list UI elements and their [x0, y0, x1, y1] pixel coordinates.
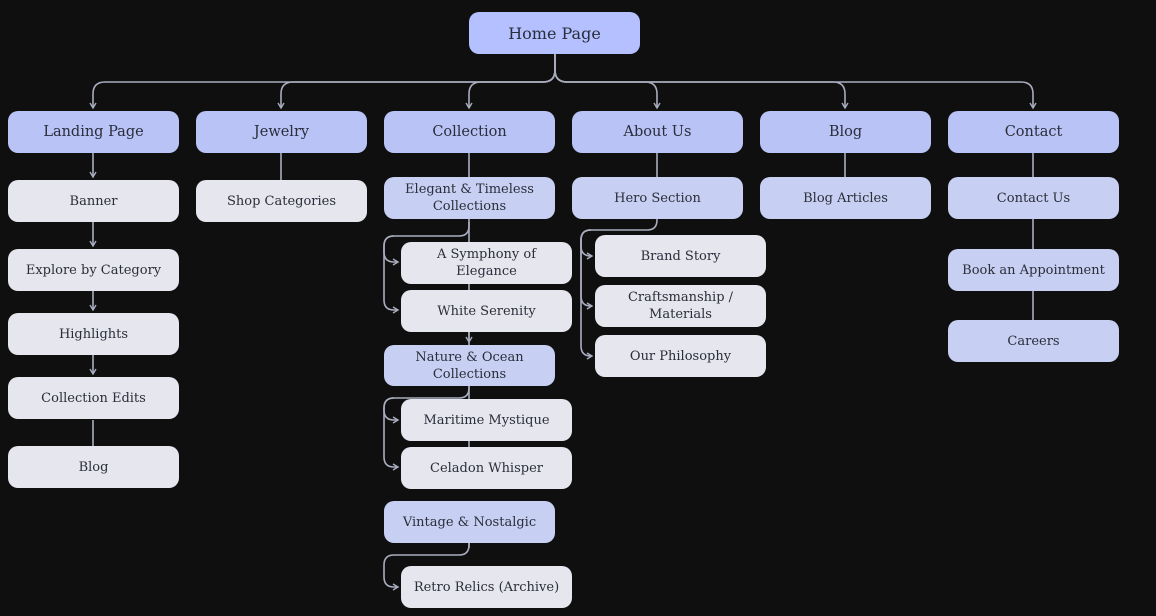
node-banner-label: Banner [69, 193, 118, 209]
node-jewelry-label: Jewelry [253, 123, 310, 140]
link-root-contact [554, 54, 1037, 110]
node-brand-story[interactable]: Brand Story [595, 235, 766, 277]
node-hero-section-label: Hero Section [614, 190, 701, 206]
node-collection-edits[interactable]: Collection Edits [8, 377, 179, 419]
node-careers-label: Careers [1007, 333, 1060, 349]
node-blog-label: Blog [828, 123, 863, 140]
node-contact-us-label: Contact Us [996, 190, 1071, 206]
node-white-serenity-label: White Serenity [437, 303, 536, 319]
node-collection-label: Collection [432, 123, 507, 140]
node-blog-articles[interactable]: Blog Articles [760, 177, 931, 219]
node-maritime-mystique[interactable]: Maritime Mystique [401, 399, 572, 441]
node-explore-by-category[interactable]: Explore by Category [8, 249, 179, 291]
node-vintage-nostalgic-label: Vintage & Nostalgic [402, 514, 537, 530]
link-root-landing [89, 54, 556, 110]
node-celadon-whisper[interactable]: Celadon Whisper [401, 447, 572, 489]
link-elegant-serenity [383, 235, 400, 314]
node-our-philosophy[interactable]: Our Philosophy [595, 335, 766, 377]
node-retro-relics[interactable]: Retro Relics (Archive) [401, 566, 572, 608]
node-home-page[interactable]: Home Page [469, 12, 640, 54]
node-collection-edits-label: Collection Edits [41, 390, 146, 406]
link-nature-celadon [383, 397, 400, 471]
node-home-page-label: Home Page [508, 23, 601, 43]
node-contact-us[interactable]: Contact Us [948, 177, 1119, 219]
node-book-appointment[interactable]: Book an Appointment [948, 249, 1119, 291]
node-highlights-label: Highlights [58, 326, 129, 342]
node-about-us-label: About Us [623, 123, 692, 140]
node-landing-blog[interactable]: Blog [8, 446, 179, 488]
node-maritime-mystique-label: Maritime Mystique [423, 412, 550, 428]
node-white-serenity[interactable]: White Serenity [401, 290, 572, 332]
node-book-appointment-label: Book an Appointment [962, 262, 1105, 278]
node-about-us[interactable]: About Us [572, 111, 743, 153]
node-nature-ocean-label: Nature & Ocean Collections [415, 349, 524, 382]
link-hero-craft [580, 229, 594, 310]
node-elegant-timeless-label: Elegant & Timeless Collections [405, 182, 534, 214]
node-jewelry[interactable]: Jewelry [196, 111, 367, 153]
node-brand-story-label: Brand Story [640, 248, 721, 264]
node-banner[interactable]: Banner [8, 180, 179, 222]
node-landing-blog-label: Blog [78, 459, 109, 475]
node-landing-page[interactable]: Landing Page [8, 111, 179, 153]
node-hero-section[interactable]: Hero Section [572, 177, 743, 219]
link-root-collection [465, 54, 556, 110]
node-our-philosophy-label: Our Philosophy [629, 348, 732, 364]
node-careers[interactable]: Careers [948, 320, 1119, 362]
node-celadon-whisper-label: Celadon Whisper [430, 460, 543, 476]
node-blog[interactable]: Blog [760, 111, 931, 153]
node-shop-categories[interactable]: Shop Categories [196, 180, 367, 222]
node-shop-categories-label: Shop Categories [226, 193, 337, 209]
link-root-about [554, 54, 661, 110]
node-craftsmanship-materials-label: Craftsmanship / Materials [627, 290, 734, 322]
node-craftsmanship-materials[interactable]: Craftsmanship / Materials [595, 285, 766, 327]
node-elegant-timeless[interactable]: Elegant & Timeless Collections [384, 177, 555, 219]
node-landing-page-label: Landing Page [43, 123, 144, 140]
node-symphony-of-elegance[interactable]: A Symphony of Elegance [401, 242, 572, 284]
node-explore-by-category-label: Explore by Category [25, 262, 162, 278]
node-contact-label: Contact [1004, 123, 1063, 140]
node-blog-articles-label: Blog Articles [803, 190, 888, 206]
node-collection[interactable]: Collection [384, 111, 555, 153]
node-retro-relics-label: Retro Relics (Archive) [413, 579, 560, 595]
node-contact[interactable]: Contact [948, 111, 1119, 153]
node-highlights[interactable]: Highlights [8, 313, 179, 355]
link-root-blog [554, 54, 849, 110]
node-nature-ocean[interactable]: Nature & Ocean Collections [384, 345, 555, 386]
link-root-jewelry [277, 54, 556, 110]
link-hero-philosophy [580, 229, 594, 360]
node-vintage-nostalgic[interactable]: Vintage & Nostalgic [384, 501, 555, 543]
node-symphony-of-elegance-label: A Symphony of Elegance [436, 247, 537, 279]
